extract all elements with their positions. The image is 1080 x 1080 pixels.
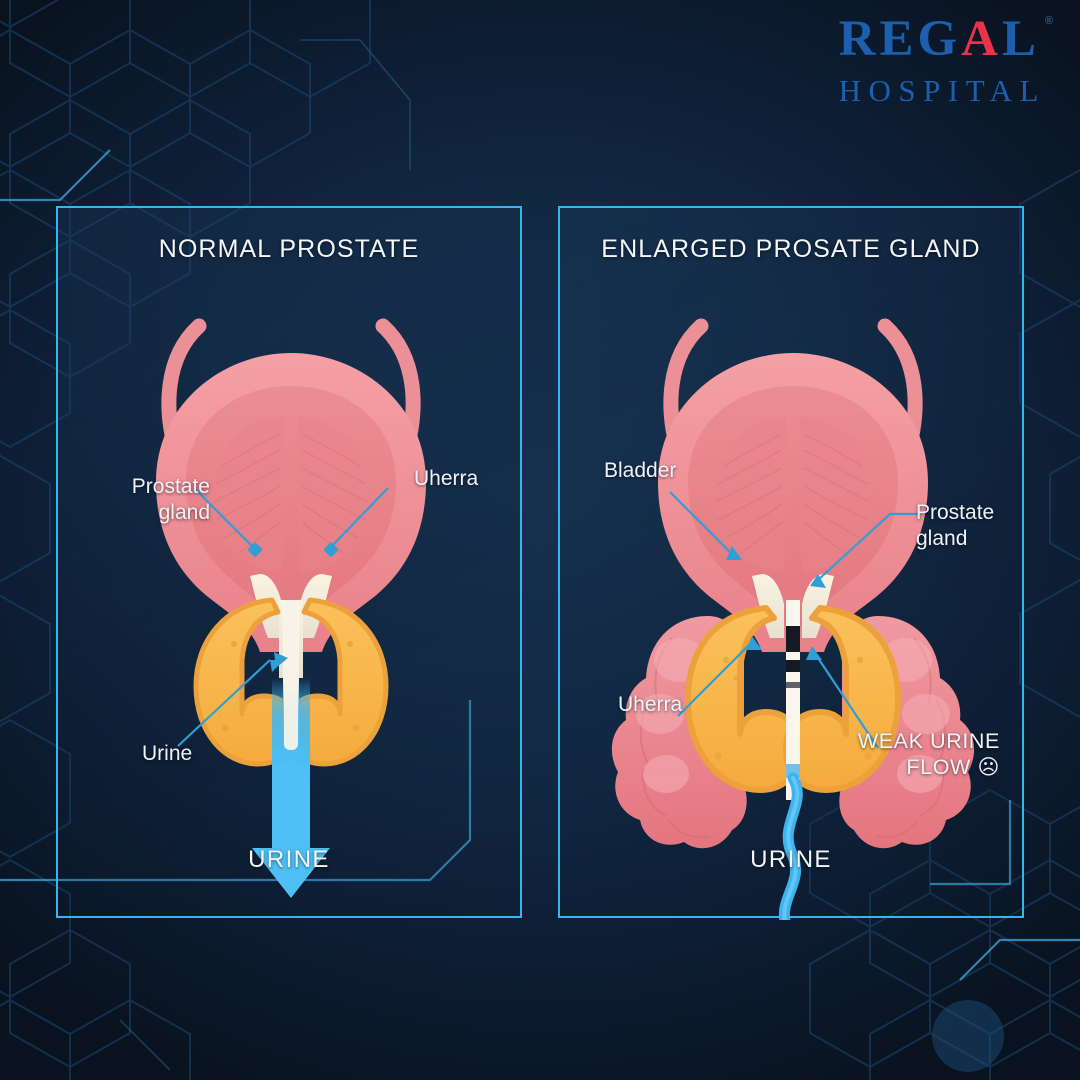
weak-flow-text: WEAK URINE FLOW bbox=[857, 729, 1000, 780]
enlarged-prostate-illustration bbox=[611, 318, 975, 920]
label-urethra-right: Uherra bbox=[618, 693, 683, 716]
panel-title-normal: NORMAL PROSTATE bbox=[158, 235, 420, 263]
brand-name-part1: REG bbox=[838, 11, 962, 67]
brand-name-accent-letter: A bbox=[961, 11, 1002, 67]
brand-logo: REGAL® HOSPITAL bbox=[833, 11, 1053, 108]
label-prostate-gland-left: Prostate gland bbox=[131, 475, 210, 524]
brand-name-part2: L bbox=[1001, 11, 1041, 67]
panel-footer-normal: URINE bbox=[248, 846, 330, 873]
registered-trademark-icon: ® bbox=[1044, 15, 1054, 27]
panel-normal-prostate: NORMAL PROSTATE bbox=[56, 206, 522, 918]
brand-logo-subtitle: HOSPITAL bbox=[838, 73, 1046, 108]
label-urethra-left: Uherra bbox=[414, 467, 479, 490]
label-weak-urine-flow: WEAK URINE FLOW ☹ bbox=[810, 728, 1000, 781]
panel-footer-enlarged: URINE bbox=[750, 846, 832, 873]
label-urine-left: Urine bbox=[142, 742, 193, 765]
panel-enlarged-prostate: ENLARGED PROSATE GLAND bbox=[558, 206, 1024, 920]
panel-title-enlarged: ENLARGED PROSATE GLAND bbox=[601, 235, 981, 263]
label-prostate-gland-right: Prostate gland bbox=[916, 501, 995, 550]
sad-face-icon: ☹ bbox=[977, 756, 1000, 780]
label-bladder-right: Bladder bbox=[604, 459, 677, 482]
brand-logo-wordmark: REGAL® bbox=[838, 11, 1053, 67]
normal-prostate-illustration bbox=[156, 318, 426, 898]
